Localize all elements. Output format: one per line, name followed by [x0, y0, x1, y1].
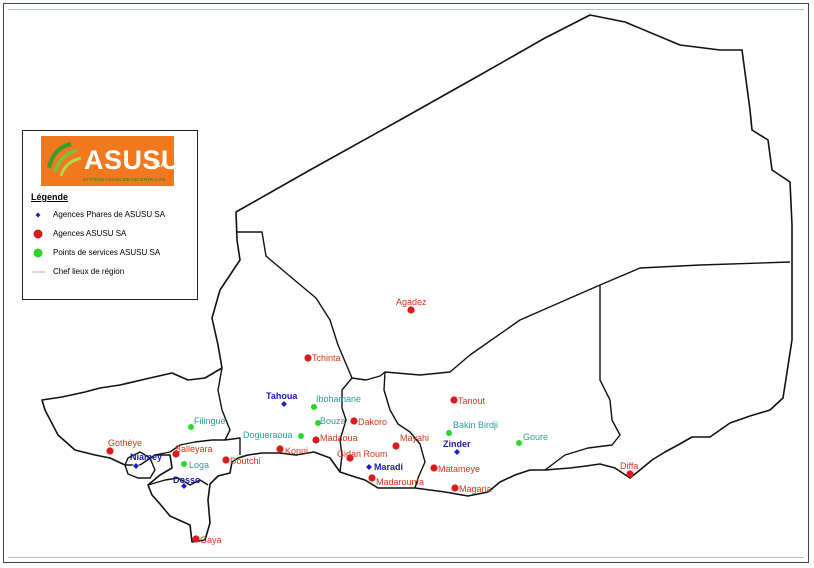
- legend-item-label: Agences Phares de ASUSU SA: [53, 210, 166, 219]
- place-label-tanout: Tanout: [458, 396, 486, 406]
- place-label-diffa: Diffa: [620, 461, 638, 471]
- boundary-dosso-tillaberi: [154, 437, 241, 456]
- agency-marker-icon[interactable]: [192, 535, 200, 543]
- top-rule: [8, 9, 804, 10]
- green-dot-icon: [33, 248, 43, 258]
- flagship-marker-icon[interactable]: [364, 462, 374, 472]
- legend-box: ASUSU S.A SYSTEME FINANCIER DECENTRALISE…: [22, 130, 198, 300]
- place-label-tchinta: Tchinta: [312, 353, 341, 363]
- agency-marker-icon[interactable]: [392, 442, 400, 450]
- place-label-filingue: Filingue: [194, 416, 226, 426]
- logo-suffix: S.A: [153, 160, 167, 169]
- agency-marker-icon[interactable]: [626, 470, 634, 478]
- flagship-marker-icon[interactable]: [279, 399, 289, 409]
- logo-swirl-icon: [47, 142, 82, 177]
- service-point-marker-icon[interactable]: [188, 424, 194, 430]
- place-label-bakin-birdji: Bakin Birdji: [453, 420, 498, 430]
- boundary-agadez-zinder: [351, 261, 791, 381]
- asusu-logo: ASUSU S.A SYSTEME FINANCIER DECENTRALISE: [41, 136, 174, 186]
- place-label-ibohamane: Ibohamane: [316, 394, 361, 404]
- place-label-agadez: Agadez: [396, 297, 427, 307]
- bottom-rule: [8, 557, 804, 558]
- service-point-marker-icon[interactable]: [446, 430, 452, 436]
- agency-marker-icon[interactable]: [346, 454, 354, 462]
- place-label-balleyara: Balleyara: [175, 444, 213, 454]
- agency-marker-icon[interactable]: [430, 464, 438, 472]
- legend-item-label: Chef lieux de région: [53, 267, 125, 276]
- agency-marker-icon[interactable]: [304, 354, 312, 362]
- place-label-magaria: Magaria: [459, 484, 492, 494]
- agency-marker-icon[interactable]: [350, 417, 358, 425]
- place-label-madarounfa: Madarounfa: [376, 477, 424, 487]
- service-point-marker-icon[interactable]: [315, 420, 321, 426]
- place-label-dogueraoua: Dogueraoua: [243, 430, 293, 440]
- flagship-marker-icon[interactable]: [179, 481, 189, 491]
- boundary-zinder-diffa: [544, 285, 621, 471]
- place-label-niamey: Niamey: [130, 452, 162, 462]
- country-outline: [41, 14, 793, 543]
- agency-marker-icon[interactable]: [222, 456, 230, 464]
- place-label-goth-ye: Gothèye: [108, 438, 142, 448]
- line-icon: [32, 271, 45, 273]
- service-point-marker-icon[interactable]: [181, 461, 187, 467]
- boundary-niamey-district: [124, 451, 156, 479]
- place-label-gaya: Gaya: [200, 535, 222, 545]
- place-label-goure: Goure: [523, 432, 548, 442]
- boundary-tahoua-agadez: [236, 231, 353, 379]
- place-label-loga: Loga: [189, 460, 209, 470]
- logo-tagline: SYSTEME FINANCIER DECENTRALISE: [83, 177, 166, 182]
- place-label-konni: Konni: [285, 446, 308, 456]
- place-label-dosso: Dosso: [173, 475, 201, 485]
- region-boundaries: [124, 231, 791, 489]
- boundary-tahoua-maradi: [339, 377, 353, 473]
- boundary-maradi-zinder: [383, 371, 426, 489]
- legend-title: Légende: [31, 192, 69, 202]
- blue-diamond-icon: [34, 211, 42, 219]
- place-label-maradi: Maradi: [374, 462, 403, 472]
- service-point-marker-icon[interactable]: [311, 404, 317, 410]
- flagship-marker-icon[interactable]: [452, 447, 462, 457]
- legend-item-label: Points de services ASUSU SA: [53, 248, 161, 257]
- place-label-bouza: Bouza: [320, 416, 346, 426]
- service-point-marker-icon[interactable]: [298, 433, 304, 439]
- agency-marker-icon[interactable]: [450, 396, 458, 404]
- place-label-mayahi: Mayahi: [400, 433, 429, 443]
- place-label-madaoua: Madaoua: [320, 433, 358, 443]
- boundary-tahoua-tillaberi: [217, 367, 231, 441]
- agency-marker-icon[interactable]: [276, 445, 284, 453]
- place-label-doutchi: Doutchi: [230, 456, 261, 466]
- flagship-marker-icon[interactable]: [131, 461, 141, 471]
- service-point-marker-icon[interactable]: [516, 440, 522, 446]
- legend-item-label: Agences ASUSU SA: [53, 229, 127, 238]
- agency-marker-icon[interactable]: [451, 484, 459, 492]
- place-label-tahoua: Tahoua: [266, 391, 298, 401]
- place-label-zinder: Zinder: [443, 439, 471, 449]
- agency-marker-icon[interactable]: [312, 436, 320, 444]
- agency-marker-icon[interactable]: [368, 474, 376, 482]
- logo-brand: ASUSU: [84, 145, 174, 175]
- place-label-matameye: Matameye: [438, 464, 480, 474]
- agency-marker-icon[interactable]: [106, 447, 114, 455]
- agency-marker-icon[interactable]: [407, 306, 415, 314]
- place-label-dakoro: Dakoro: [358, 417, 387, 427]
- place-label-gidan-roum: Gidan Roum: [337, 449, 388, 459]
- red-dot-icon: [33, 229, 43, 239]
- agency-marker-icon[interactable]: [172, 450, 180, 458]
- boundary-dosso-west: [147, 477, 209, 486]
